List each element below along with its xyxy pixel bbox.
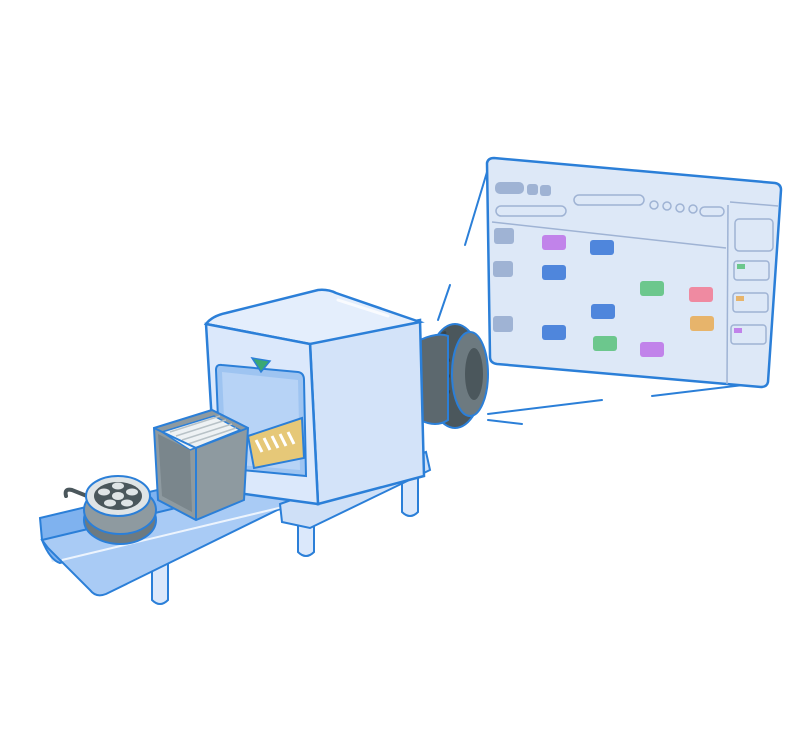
- screen-chip: [640, 281, 664, 296]
- screen-dot-1: [649, 200, 659, 210]
- screen-chip: [542, 265, 566, 280]
- screen-chip: [593, 336, 617, 351]
- belt-rail: [40, 472, 319, 597]
- screen-card-1: [733, 260, 770, 281]
- screen-card-top: [734, 218, 774, 252]
- screen-subbar: [495, 205, 567, 217]
- screen-chip: [542, 235, 566, 250]
- screen-dot-4: [688, 204, 698, 214]
- keyboard-tray: [246, 416, 306, 470]
- screen-chip: [590, 240, 614, 255]
- projected-ui-screen: [485, 156, 783, 389]
- screen-tab-2: [527, 184, 538, 195]
- screen-card-2: [732, 292, 769, 313]
- screen-row-label-3: [493, 316, 513, 332]
- screen-chip: [542, 325, 566, 340]
- screen-chip: [689, 287, 713, 302]
- screen-chip: [690, 316, 714, 331]
- screen-dot-2: [662, 201, 672, 211]
- screen-row-label-2: [493, 261, 513, 277]
- screen-card-3: [730, 324, 767, 345]
- screen-dot-3: [675, 203, 685, 213]
- screen-searchbar: [573, 194, 645, 206]
- screen-tab-1: [495, 182, 524, 194]
- film-reel-icon: [63, 475, 157, 545]
- screen-chip: [591, 304, 615, 319]
- screen-tab-3: [540, 185, 551, 196]
- screen-chip: [640, 342, 664, 357]
- indicator-light: [250, 356, 272, 374]
- document-box-icon: [152, 408, 250, 522]
- screen-pill: [699, 206, 725, 217]
- camera-lens-icon: [419, 323, 489, 429]
- screen-row-label-1: [494, 228, 514, 244]
